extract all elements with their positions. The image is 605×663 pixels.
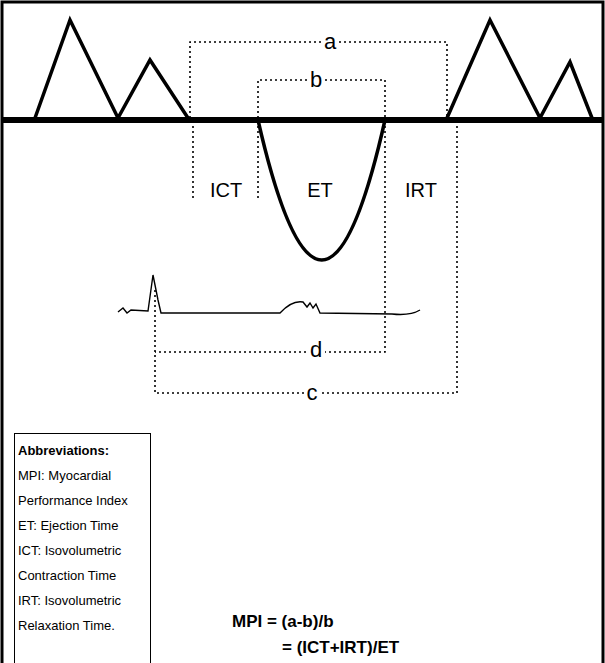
interval-letter: b: [307, 68, 325, 92]
interval-letter: c: [304, 381, 321, 405]
interval-bracket: [155, 126, 457, 393]
box-heading: Abbreviations:: [18, 438, 146, 463]
abbreviation-entry: ET: Ejection Time: [18, 513, 146, 538]
interval-name: ET: [307, 179, 333, 201]
formula-line: MPI = (a-b)/b: [232, 613, 334, 632]
mitral-inflow-waves: [35, 20, 188, 118]
interval-marker: [257, 126, 259, 200]
formula-line: = (ICT+IRT)/ET: [282, 639, 399, 658]
baseline: [2, 117, 603, 123]
ejection-curve: [258, 120, 385, 260]
interval-marker: [192, 126, 194, 200]
dotted-brackets: [155, 42, 457, 393]
ecg-trace: [118, 275, 420, 315]
abbreviation-entry: IRT: Isovolumetric Relaxation Time.: [18, 588, 146, 638]
interval-name: IRT: [405, 179, 437, 201]
abbreviation-entry: ICT: Isovolumetric Contraction Time: [18, 538, 146, 588]
abbreviation-entry: MPI: Myocardial Performance Index: [18, 463, 146, 513]
interval-letter: a: [321, 30, 339, 54]
abbreviations-box: Abbreviations:MPI: Myocardial Performanc…: [14, 433, 151, 663]
mitral-inflow-waves: [447, 20, 592, 118]
interval-bracket: [155, 126, 385, 352]
interval-letter: d: [307, 338, 325, 362]
interval-bracket: [190, 42, 447, 118]
interval-name: ICT: [210, 179, 242, 201]
